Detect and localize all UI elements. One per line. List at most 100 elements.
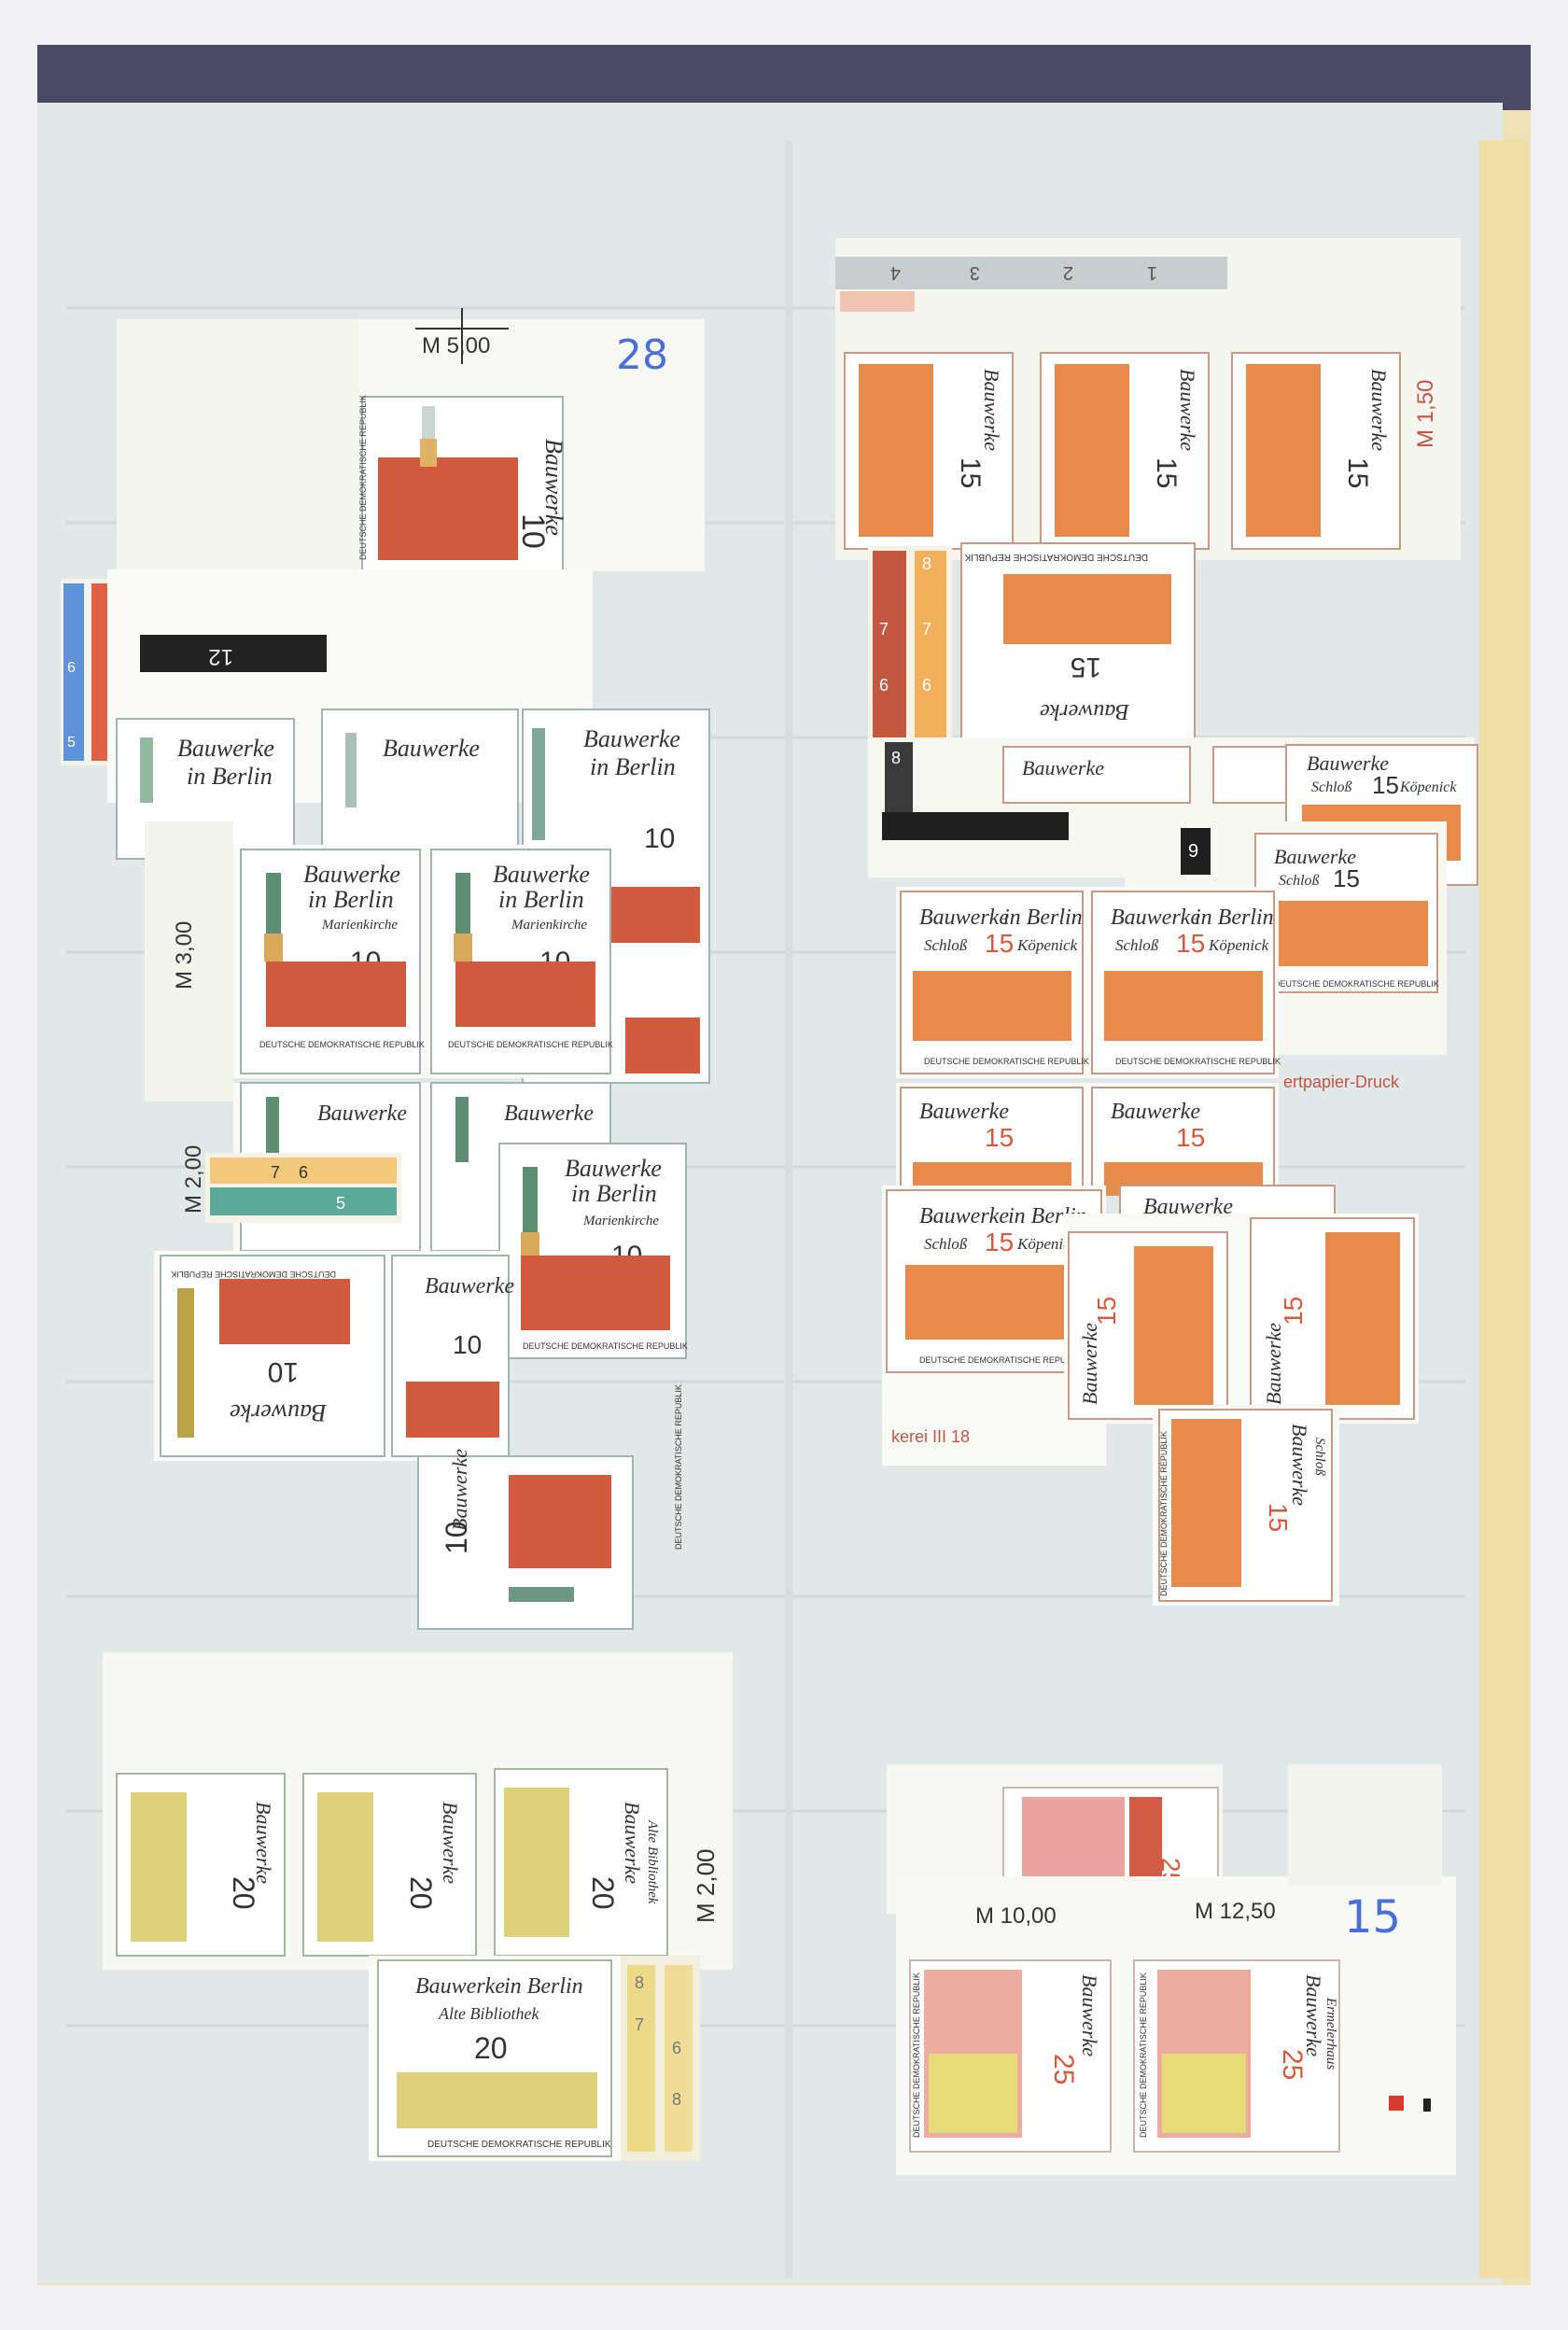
sma-title1: Bauwerke <box>919 905 1009 930</box>
plate-7a: 7 <box>635 2015 644 2034</box>
inv-value: 10 <box>268 1356 299 1387</box>
ermeler-blocks: 25 M 10,00 M 12,50 15 25 Bauwerke DEUTSC… <box>887 1764 1456 2175</box>
bibliothek-stamp-2: 20 Bauwerke <box>302 1773 477 1957</box>
smb-country: DEUTSCHE DEMOKRATISCHE REPUBLIK <box>1115 1057 1281 1066</box>
bibs-value: 20 <box>474 2031 508 2065</box>
bib3-value: 20 <box>586 1876 620 1910</box>
plate-8b: 8 <box>672 2090 681 2109</box>
plate-6a: 6 <box>672 2039 681 2057</box>
bg-sch-title: Bauwerke <box>1022 756 1104 779</box>
front-name: Marienkirche <box>582 1214 659 1228</box>
src-title: Bauwerke <box>1307 751 1389 775</box>
plate-1: 1 <box>1147 262 1157 283</box>
srm-title: Bauwerke <box>1274 845 1356 868</box>
marienkirche-value-rot: 10 <box>515 513 551 549</box>
schloss-top-3: 15 Bauwerke <box>1231 352 1401 550</box>
bg-title-1: Bauwerke <box>177 735 274 762</box>
schloss-top-strip: 4 3 2 1 15 Bauwerke 15 Bauwerke 15 Bauwe… <box>835 238 1461 560</box>
schloss-inverted-single: 8 7 6 7 6 DEUTSCHE DEMOKRATISCHE REPUBLI… <box>868 542 1196 779</box>
schloss-top-2: 15 Bauwerke <box>1040 352 1210 550</box>
schloss-main-b: Bauwerke in Berlin Schloß 15 Köpenick DE… <box>1091 891 1281 1074</box>
marienkirche-stamp-b: Bauwerke in Berlin Marienkirche 10 DEUTS… <box>430 849 613 1074</box>
bibs-title2: in Berlin <box>504 1974 583 1999</box>
plate-9: 9 <box>1188 841 1198 862</box>
plate-6c: 6 <box>922 676 931 695</box>
bib1-title: Bauwerke <box>252 1802 275 1884</box>
plate-3: 3 <box>970 262 980 283</box>
stamp-b-country: DEUTSCHE DEMOKRATISCHE REPUBLIK <box>448 1040 613 1049</box>
inv2-value: 10 <box>453 1330 482 1359</box>
ssr-country: DEUTSCHE DEMOKRATISCHE REPUBLIK <box>1159 1431 1169 1596</box>
sma-country: DEUTSCHE DEMOKRATISCHE REPUBLIK <box>924 1057 1089 1066</box>
sma-value: 15 <box>985 929 1014 958</box>
marienkirche-title-rot: Bauwerke <box>540 439 567 536</box>
bib3-name: Alte Bibliothek <box>645 1819 660 1904</box>
bib2-value: 20 <box>404 1876 438 1910</box>
marienkirche-stamp-a: Bauwerke in Berlin Marienkirche 10 DEUTS… <box>240 849 425 1074</box>
marienkirche-stamp-front: Bauwerke in Berlin Marienkirche 10 DEUTS… <box>498 1143 688 1359</box>
marienkirche-corner-sheet: 10 Bauwerke DEUTSCHE DEMOKRATISCHE REPUB… <box>117 308 705 580</box>
schloss-rotated-a: 15 Bauwerke <box>1068 1231 1228 1420</box>
r2b-value: 15 <box>1176 1123 1205 1152</box>
stamp-b-name: Marienkirche <box>511 918 587 933</box>
bib1-value: 20 <box>227 1876 260 1910</box>
sla-value: 15 <box>985 1228 1014 1256</box>
plate-7c: 7 <box>922 620 931 639</box>
srm-value: 15 <box>1333 864 1360 892</box>
schinv-country: DEUTSCHE DEMOKRATISCHE REPUBLIK <box>964 552 1148 562</box>
plate-6d: 6 <box>879 676 889 695</box>
schloss-blocks: 8 Bauwerke Bauwerke Schloß 15 Köpenick 9… <box>868 737 1478 1606</box>
sra-value: 15 <box>1092 1297 1121 1326</box>
ermb-title: Bauwerke <box>1302 1974 1325 2056</box>
row2-title: Bauwerke <box>317 1102 407 1126</box>
schinv-value: 15 <box>1071 652 1101 682</box>
sla-name-a: Schloß <box>924 1235 968 1253</box>
plate-8a: 8 <box>635 1973 644 1992</box>
stamp-a-title2: in Berlin <box>308 886 394 913</box>
ermb-value: 25 <box>1277 2049 1308 2080</box>
marienkirche-blocks: 6 5 12 Bauwerke in Berlin Bauwerke Bauwe… <box>61 569 710 1630</box>
smb-name-b: Köpenick <box>1208 936 1269 954</box>
erma-title: Bauwerke <box>1078 1974 1101 2056</box>
stamp-a-country: DEUTSCHE DEMOKRATISCHE REPUBLIK <box>259 1040 425 1049</box>
marienkirche-single-rotated: 10 Bauwerke DEUTSCHE DEMOKRATISCHE REPUB… <box>417 1384 683 1630</box>
front-title1: Bauwerke <box>565 1155 662 1182</box>
smb-title1: Bauwerke <box>1111 905 1200 930</box>
sch1-value: 15 <box>955 457 986 488</box>
handwritten-28: 28 <box>616 331 668 379</box>
plate-8d: 8 <box>891 749 901 767</box>
margin-m1250: M 12,50 <box>1195 1899 1276 1924</box>
schloss-top-1: 15 Bauwerke <box>844 352 1014 550</box>
smb-name-a: Schloß <box>1115 936 1159 954</box>
front-country: DEUTSCHE DEMOKRATISCHE REPUBLIK <box>523 1341 688 1351</box>
plate-6b: 6 <box>299 1163 308 1182</box>
margin-m1000: M 10,00 <box>975 1903 1057 1929</box>
bg-title-3: Bauwerke <box>383 735 480 762</box>
schloss-rotated-b: 15 Bauwerke <box>1250 1217 1415 1420</box>
sra-title: Bauwerke <box>1078 1323 1101 1405</box>
ermeler-stamp-b: 25 Bauwerke Ermelerhaus DEUTSCHE DEMOKRA… <box>1133 1959 1340 2153</box>
stamp-b-title1: Bauwerke <box>493 861 590 888</box>
schloss-right-mid: Bauwerke Schloß 15 DEUTSCHE DEMOKRATISCH… <box>1254 833 1439 993</box>
inv-country: DEUTSCHE DEMOKRATISCHE REPUBLIK <box>171 1270 336 1279</box>
ermb-name: Ermelerhaus <box>1323 1997 1338 2070</box>
sch2-title: Bauwerke <box>1176 369 1199 451</box>
plate-5b: 5 <box>336 1194 345 1213</box>
rot-value: 10 <box>440 1521 473 1554</box>
r2b-title: Bauwerke <box>1111 1100 1200 1124</box>
sch2-value: 15 <box>1151 457 1182 488</box>
stamp-a-name: Marienkirche <box>321 918 398 933</box>
smb-title2: in Berlin <box>1195 905 1274 930</box>
margin-m150: M 1,50 <box>1413 380 1438 448</box>
r2a-value: 15 <box>985 1123 1014 1152</box>
bib3-title: Bauwerke <box>621 1802 644 1884</box>
bibliothek-stamp-3: 20 Bauwerke Alte Bibliothek <box>494 1768 668 1957</box>
ermeler-stamp-a: 25 Bauwerke DEUTSCHE DEMOKRATISCHE REPUB… <box>909 1959 1112 2153</box>
plate-4: 4 <box>890 262 901 283</box>
inv-title: Bauwerke <box>230 1399 327 1426</box>
sla-country: DEUTSCHE DEMOKRATISCHE REPUBLIK <box>919 1355 1085 1365</box>
bibs-name: Alte Bibliothek <box>438 2004 539 2023</box>
plate-12: 12 <box>208 644 233 669</box>
bg-value-1: 10 <box>644 823 675 854</box>
